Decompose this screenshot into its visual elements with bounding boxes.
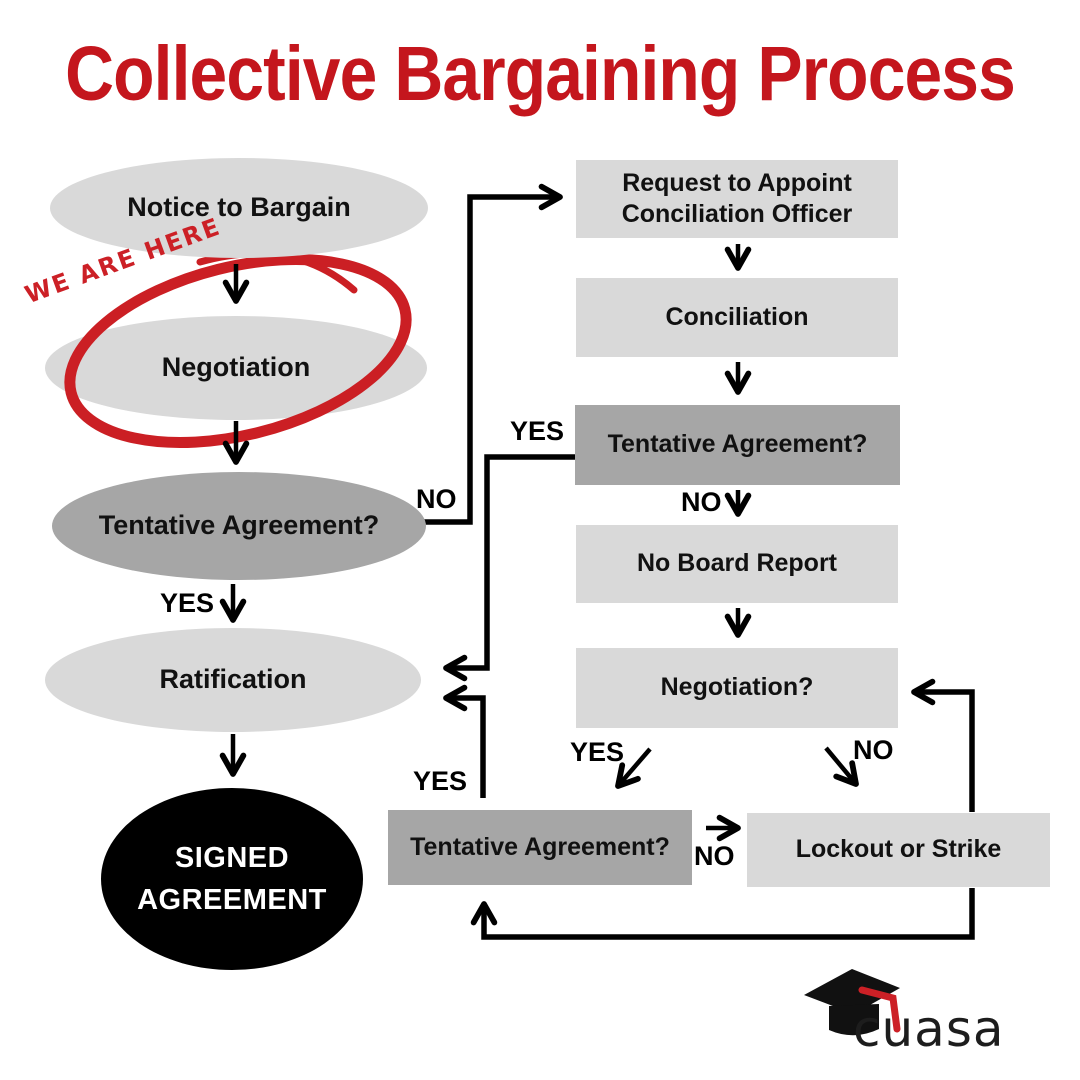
- node-negotiation-question: Negotiation?: [576, 648, 898, 728]
- line-no-to-request-officer: [424, 183, 563, 525]
- flow-diagonal-arrows: [615, 746, 859, 842]
- edge-label-yes-mid: YES: [510, 416, 565, 446]
- edge-label-no-diagonal: NO: [853, 735, 894, 765]
- arrow-negotiationq-no-diagonal: [824, 746, 859, 787]
- node-ratification-label: Ratification: [159, 664, 307, 695]
- edge-label-yes-bottom-left: YES: [413, 766, 468, 796]
- flow-branch-lines: [424, 183, 975, 940]
- node-signed-label: SIGNED AGREEMENT: [137, 841, 327, 916]
- node-lockout-or-strike: Lockout or Strike: [747, 813, 1050, 887]
- node-conciliation-label: Conciliation: [665, 302, 809, 331]
- node-tentative-agreement-bottom: Tentative Agreement?: [388, 810, 692, 885]
- node-no-board-label: No Board Report: [637, 549, 837, 578]
- arrow-negotiationq-yes-diagonal: [615, 747, 652, 789]
- line-yes-bottom-to-ratification: [443, 684, 486, 798]
- node-tentative-agreement-left: Tentative Agreement?: [52, 472, 426, 580]
- node-notice-to-bargain: Notice to Bargain: [50, 158, 428, 258]
- edge-label-no-mid: NO: [681, 487, 722, 517]
- node-negotiation-label: Negotiation: [161, 352, 311, 383]
- logo-wordmark: cuasa: [853, 1000, 1005, 1058]
- node-conciliation: Conciliation: [576, 278, 898, 357]
- node-tentative-mid-label: Tentative Agreement?: [607, 430, 868, 459]
- edge-label-no-left: NO: [416, 484, 457, 514]
- edge-label-yes-left: YES: [160, 588, 215, 618]
- node-request-conciliation-officer: Request to Appoint Conciliation Officer: [576, 160, 898, 238]
- edge-label-no-bottom: NO: [694, 841, 735, 871]
- node-request-label: Request to Appoint Conciliation Officer: [621, 168, 853, 228]
- node-negotiation-q-label: Negotiation?: [660, 673, 814, 702]
- node-no-board-report: No Board Report: [576, 525, 898, 603]
- node-signed-agreement: SIGNED AGREEMENT: [101, 788, 363, 970]
- node-notice-label: Notice to Bargain: [127, 192, 351, 223]
- node-tentative-left-label: Tentative Agreement?: [98, 510, 380, 541]
- flow-arrows-left-column: [219, 264, 250, 777]
- line-lockout-to-negotiationq: [911, 678, 975, 812]
- node-ratification: Ratification: [45, 628, 421, 732]
- node-lockout-label: Lockout or Strike: [795, 835, 1002, 864]
- node-negotiation: Negotiation: [45, 316, 427, 420]
- line-yes-mid-to-ratification: [443, 454, 575, 682]
- line-lockout-loop-to-tentative-bottom: [470, 888, 975, 940]
- node-tentative-bottom-label: Tentative Agreement?: [410, 832, 670, 861]
- node-tentative-agreement-mid: Tentative Agreement?: [575, 405, 900, 485]
- page-title: Collective Bargaining Process: [65, 31, 1016, 117]
- edge-label-yes-diagonal: YES: [570, 737, 625, 767]
- graduation-cap-icon: [804, 969, 901, 1036]
